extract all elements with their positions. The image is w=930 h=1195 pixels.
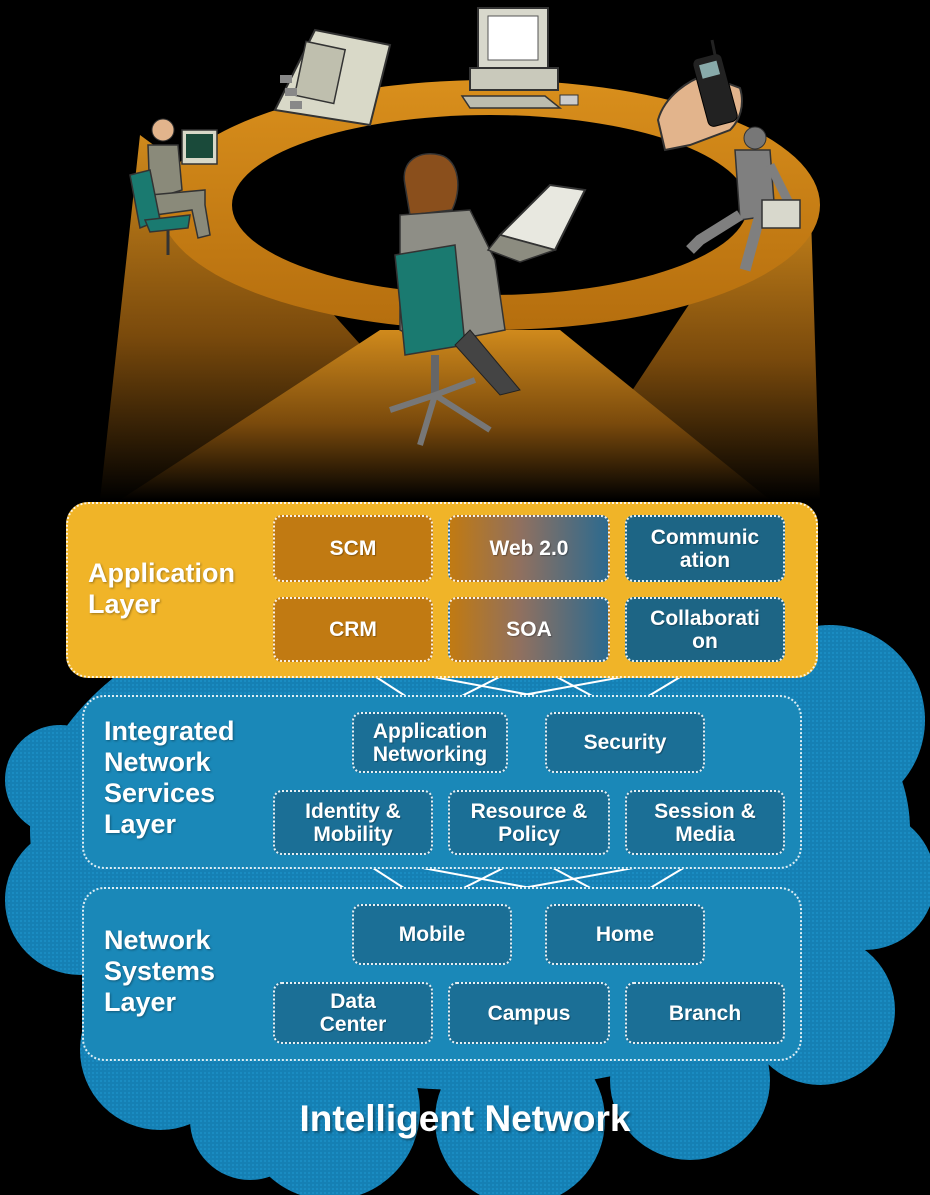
application-layer-title: Application Layer xyxy=(88,558,235,619)
ring xyxy=(160,80,820,330)
crm-label: CRM xyxy=(329,618,377,641)
mobile-label: Mobile xyxy=(398,923,466,946)
services-layer-title: Integrated Network Services Layer xyxy=(104,716,235,839)
security-box: Security xyxy=(545,712,705,773)
communication-box: Communic ation xyxy=(625,515,785,582)
intelligent-network-title: Intelligent Network xyxy=(299,1098,631,1139)
woman-at-laptop-icon xyxy=(389,153,587,446)
scm-box: SCM xyxy=(273,515,433,582)
mobile-box: Mobile xyxy=(352,904,512,965)
soa-label: SOA xyxy=(506,618,552,641)
home-box: Home xyxy=(545,904,705,965)
scm-label: SCM xyxy=(329,537,377,560)
application-networking-label: Application Networking xyxy=(372,719,488,766)
identity-mobility-label: Identity & Mobility xyxy=(305,799,401,846)
data-center-label: Data Center xyxy=(319,990,387,1036)
systems-layer-title: Network Systems Layer xyxy=(104,925,216,1017)
soa-box: SOA xyxy=(448,597,610,662)
man-at-computer-icon xyxy=(129,118,218,255)
branch-label: Branch xyxy=(668,1001,742,1025)
campus-label: Campus xyxy=(487,1001,571,1025)
desktop-computer-icon xyxy=(460,7,579,109)
communication-label: Communic ation xyxy=(650,525,760,572)
identity-mobility-box: Identity & Mobility xyxy=(273,790,433,855)
web20-box: Web 2.0 xyxy=(448,515,610,582)
home-label: Home xyxy=(595,923,655,946)
collaboration-box: Collaborati on xyxy=(625,597,785,662)
branch-box: Branch xyxy=(625,982,785,1044)
data-center-box: Data Center xyxy=(273,982,433,1044)
campus-box: Campus xyxy=(448,982,610,1044)
security-label: Security xyxy=(583,731,667,754)
application-networking-box: Application Networking xyxy=(352,712,508,773)
web20-label: Web 2.0 xyxy=(489,537,569,560)
resource-policy-label: Resource & Policy xyxy=(470,799,588,846)
running-businessman-icon xyxy=(686,126,801,272)
mobile-phone-icon xyxy=(656,39,743,152)
session-media-label: Session & Media xyxy=(654,799,756,846)
desk-phone-icon xyxy=(273,28,392,127)
crm-box: CRM xyxy=(273,597,433,662)
collaboration-label: Collaborati on xyxy=(650,606,760,653)
session-media-box: Session & Media xyxy=(625,790,785,855)
resource-policy-box: Resource & Policy xyxy=(448,790,610,855)
